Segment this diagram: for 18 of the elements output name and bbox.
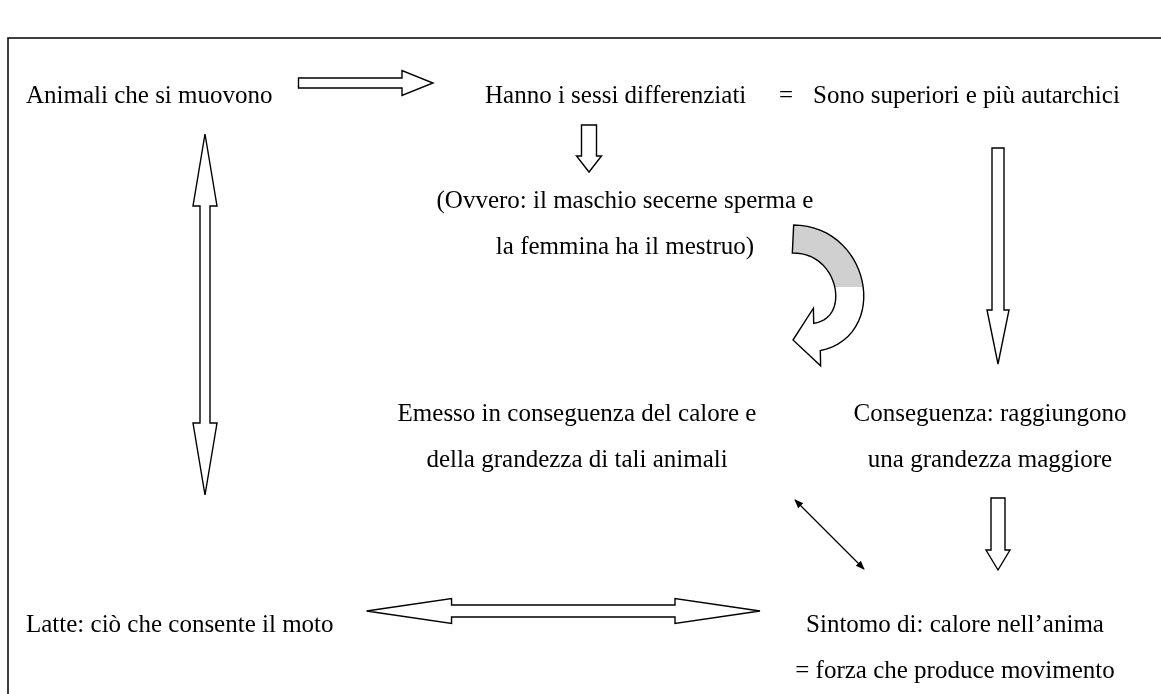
node-text: Sintomo di: calore nell’anima	[805, 609, 1105, 639]
double-block-arrow	[365, 597, 761, 625]
node-text: (Ovvero: il maschio secerne sperma e la femmina ha il mestruo)	[435, 185, 815, 261]
node-text: Animali che si muovono	[26, 80, 273, 110]
node-text: = forza che produce movimento	[794, 655, 1116, 685]
block-arrow	[984, 497, 1012, 572]
double-arrow	[794, 499, 865, 570]
node-text: Sono superiori e più autarchici	[813, 80, 1120, 110]
block-arrow	[297, 69, 435, 97]
double-block-arrow	[192, 133, 218, 496]
node-text: Conseguenza: raggiungono una grandezza maggiore	[852, 398, 1128, 474]
block-arrow	[575, 124, 603, 174]
curved-arrow	[791, 224, 865, 368]
node-text: Latte: ciò che consente il moto	[26, 609, 334, 639]
node-text: Hanno i sessi differenziati	[485, 80, 747, 110]
equals-sign: =	[779, 80, 794, 110]
node-text: Emesso in conseguenza del calore e della grandezza di tali animali	[396, 398, 758, 474]
block-arrow	[986, 147, 1010, 365]
